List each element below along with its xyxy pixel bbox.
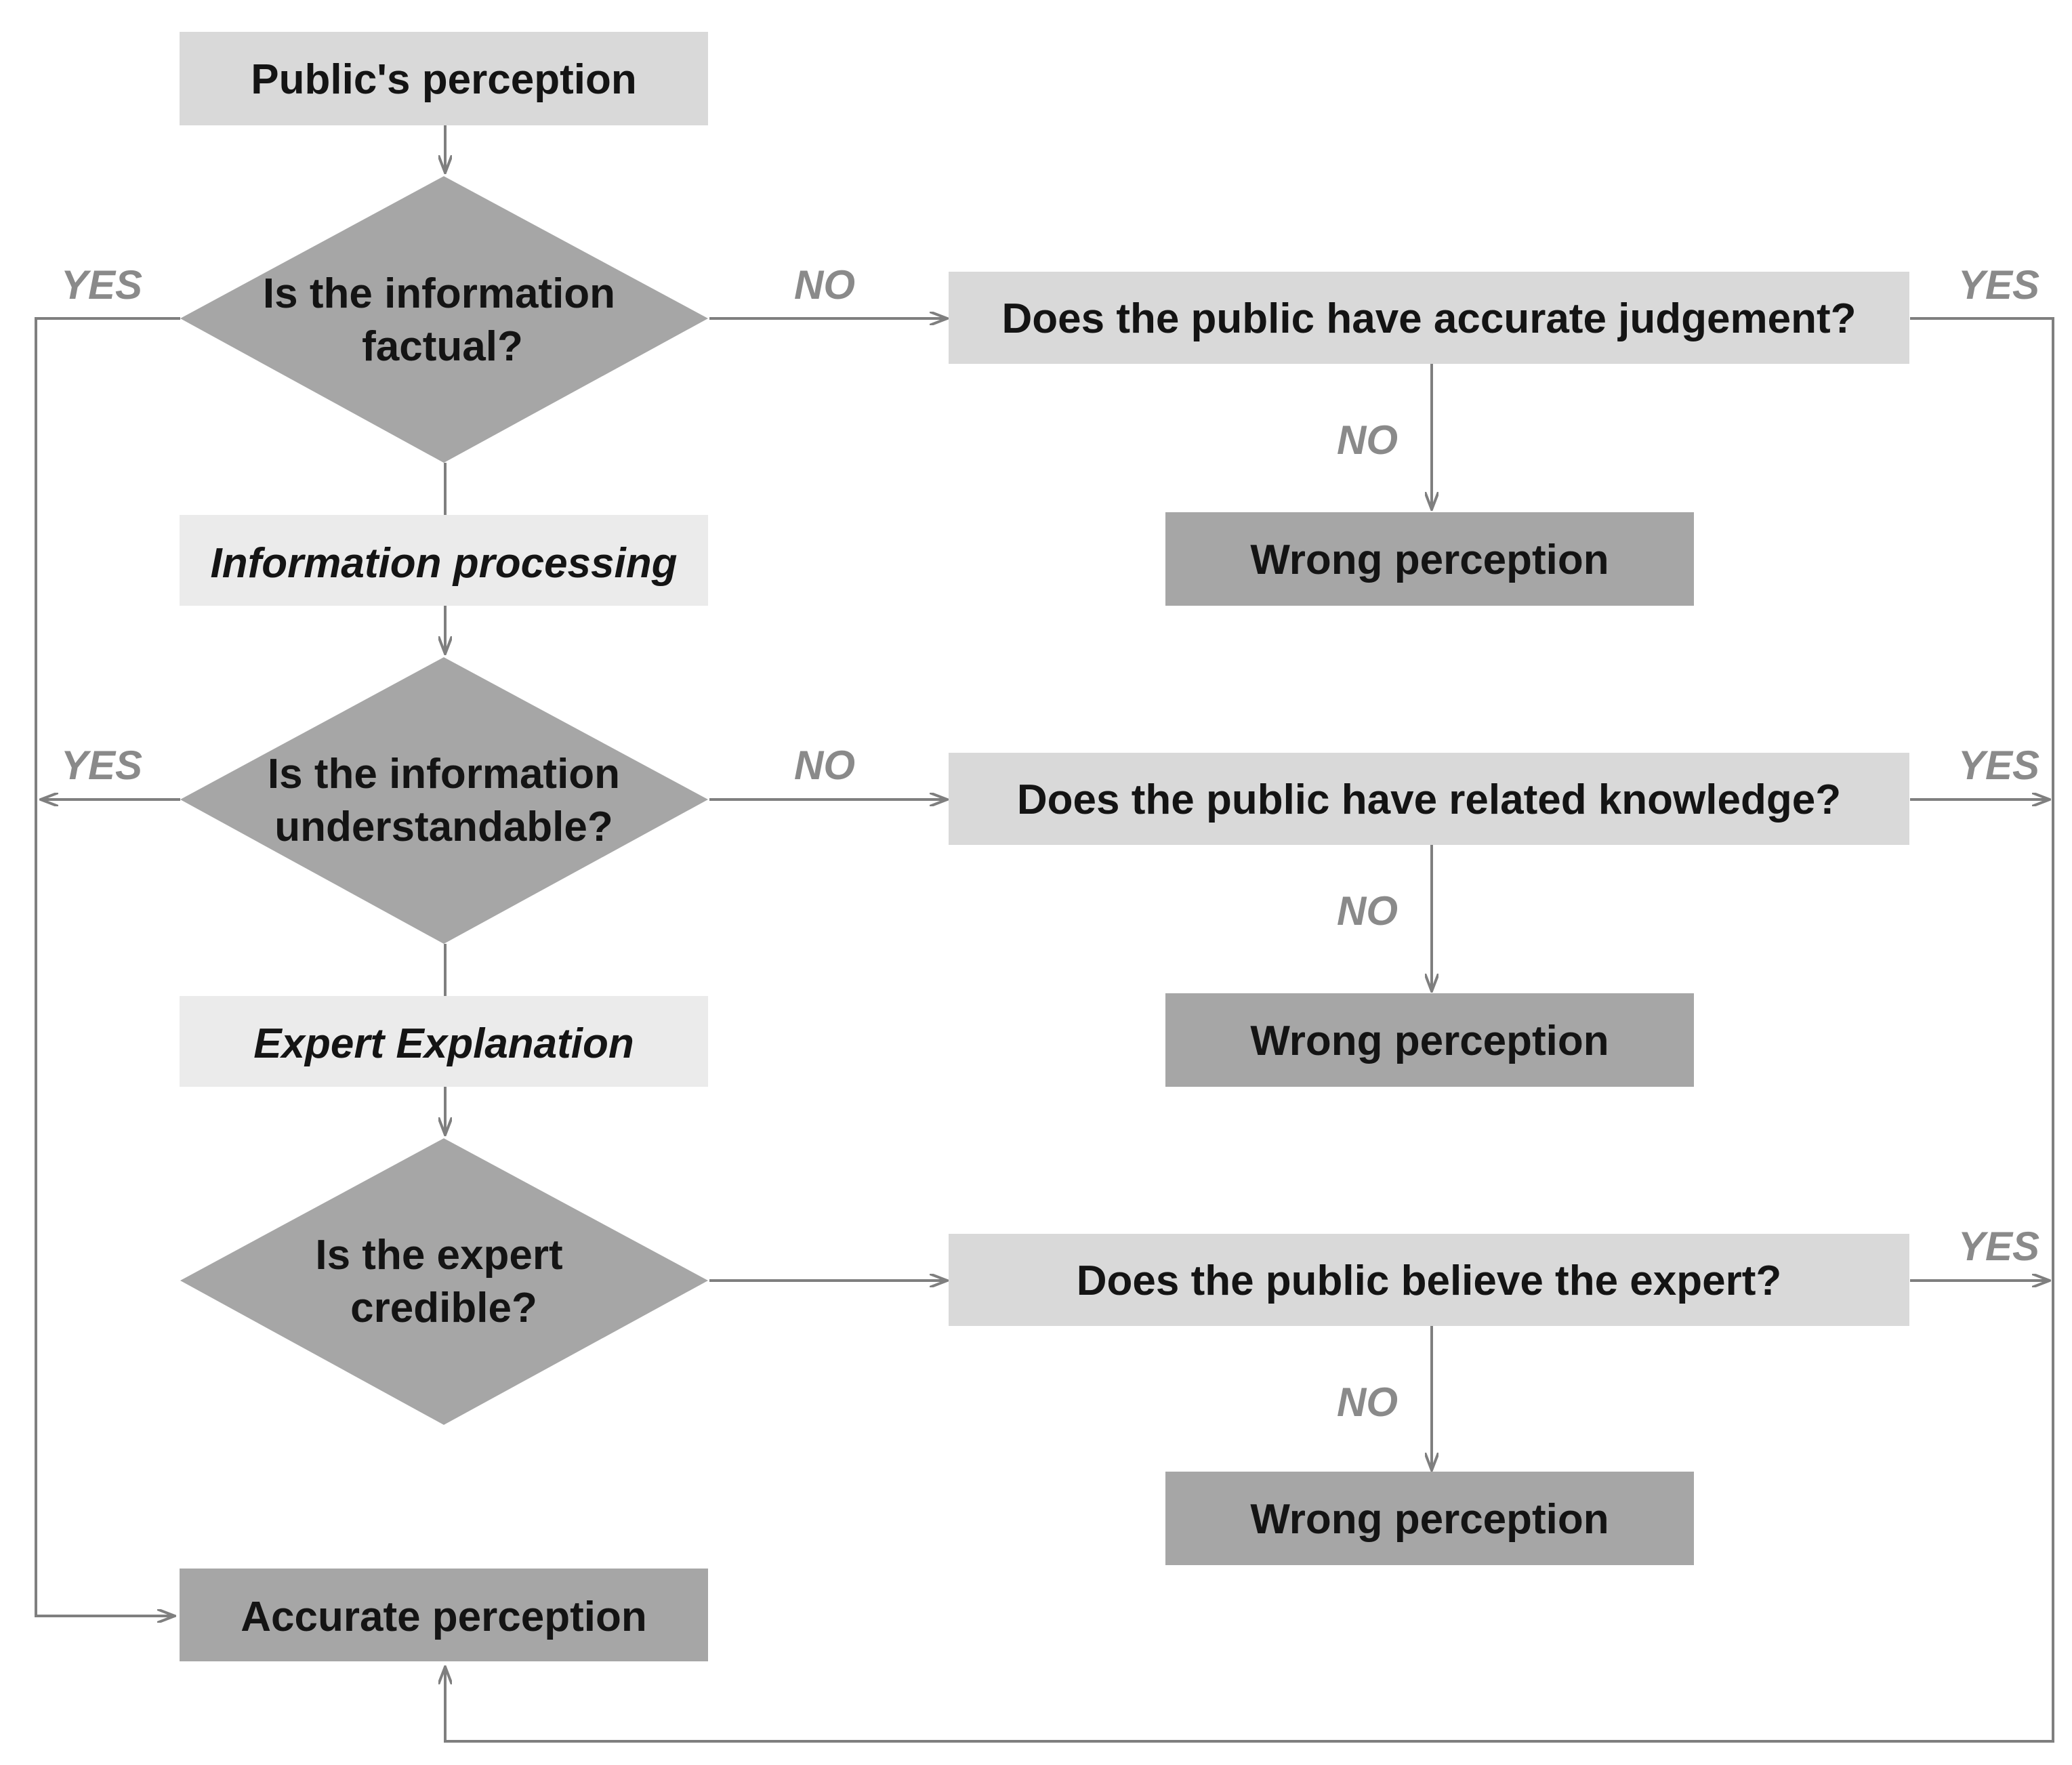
label-yes-factual: YES	[61, 262, 142, 308]
wrong-2-box	[1165, 993, 1694, 1087]
node-decision-credible: Is the expert credible?	[180, 1138, 708, 1425]
node-expert-explanation: Expert Explanation	[180, 996, 708, 1087]
wrong-2-label: Wrong perception	[1250, 1018, 1609, 1064]
q-judgement-label: Does the public have accurate judgement?	[1002, 295, 1857, 342]
decision-credible-line1: Is the expert	[315, 1232, 562, 1279]
decision-factual-diamond	[180, 176, 708, 463]
label-no-understandable: NO	[794, 743, 855, 788]
q-knowledge-label: Does the public have related knowledge?	[1017, 776, 1841, 823]
node-q-knowledge: Does the public have related knowledge?	[949, 753, 1909, 845]
label-no-factual: NO	[794, 262, 855, 308]
node-wrong-1: Wrong perception	[1165, 512, 1694, 606]
decision-understandable-line1: Is the information	[268, 751, 620, 797]
decision-credible-diamond	[180, 1138, 708, 1425]
accurate-box	[180, 1569, 708, 1661]
node-accurate: Accurate perception	[180, 1569, 708, 1661]
info-processing-label: Information processing	[211, 540, 678, 587]
node-decision-factual: Is the information factual?	[180, 176, 708, 463]
decision-understandable-diamond	[180, 657, 708, 944]
edge-labels: YES NO YES NO YES NO YES NO YES NO	[61, 262, 2039, 1425]
connectors	[35, 125, 2054, 1743]
decision-credible-line2: credible?	[350, 1285, 537, 1331]
wrong-1-label: Wrong perception	[1250, 537, 1609, 583]
decision-understandable-line2: understandable?	[274, 804, 613, 850]
label-yes-judgement: YES	[1958, 262, 2039, 308]
wrong-3-box	[1165, 1472, 1694, 1565]
node-decision-understandable: Is the information understandable?	[180, 657, 708, 944]
wrong-1-box	[1165, 512, 1694, 606]
accurate-label: Accurate perception	[241, 1594, 647, 1640]
expert-explanation-box	[180, 996, 708, 1087]
q-knowledge-box	[949, 753, 1909, 845]
expert-explanation-label: Expert Explanation	[253, 1020, 634, 1067]
node-q-judgement: Does the public have accurate judgement?	[949, 272, 1909, 364]
edge-factual-yes	[35, 317, 180, 1616]
decision-factual-line2: factual?	[362, 323, 523, 370]
info-processing-box	[180, 515, 708, 606]
label-yes-believe: YES	[1958, 1224, 2039, 1269]
wrong-3-label: Wrong perception	[1250, 1496, 1609, 1543]
node-wrong-3: Wrong perception	[1165, 1472, 1694, 1565]
q-believe-box	[949, 1234, 1909, 1326]
label-no-believe: NO	[1337, 1379, 1398, 1425]
q-judgement-box	[949, 272, 1909, 364]
edge-judgement-yes	[445, 317, 2054, 1743]
label-no-knowledge: NO	[1337, 888, 1398, 934]
label-no-judgement: NO	[1337, 417, 1398, 463]
node-info-processing: Information processing	[180, 515, 708, 606]
node-start: Public's perception	[180, 32, 708, 125]
start-box	[180, 32, 708, 125]
label-yes-understandable: YES	[61, 743, 142, 788]
label-yes-knowledge: YES	[1958, 743, 2039, 788]
q-believe-label: Does the public believe the expert?	[1077, 1258, 1782, 1304]
start-label: Public's perception	[251, 56, 636, 103]
decision-factual-line1: Is the information	[263, 270, 615, 317]
node-wrong-2: Wrong perception	[1165, 993, 1694, 1087]
node-q-believe: Does the public believe the expert?	[949, 1234, 1909, 1326]
